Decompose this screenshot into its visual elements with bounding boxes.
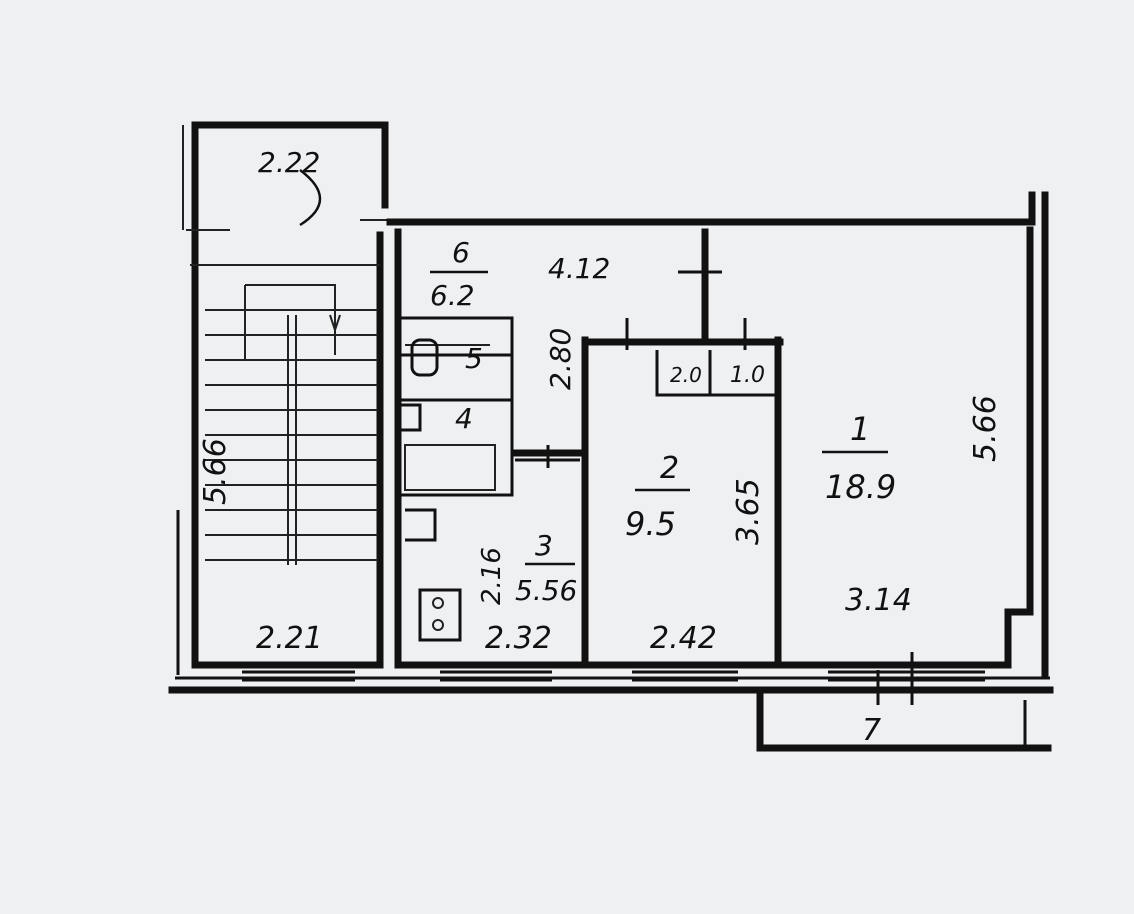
stair-steps <box>190 264 380 565</box>
room-1-number: 1 <box>850 410 870 448</box>
labels: 2.22 5.66 2.21 6 6.2 4.12 2.80 5 4 3 5.5… <box>198 146 1003 748</box>
balcony <box>756 691 1052 752</box>
room-6-number: 6 <box>452 236 470 269</box>
room-1-length: 5.66 <box>968 395 1003 462</box>
room-2-number: 2 <box>660 451 679 486</box>
room-2-length: 3.65 <box>731 478 766 545</box>
windows <box>242 652 985 705</box>
room-6-area: 6.2 <box>430 279 475 312</box>
apartment-walls <box>168 191 1054 694</box>
room-6-width: 2.80 <box>544 328 577 390</box>
stairwell-bottom-width: 2.21 <box>256 621 323 656</box>
closet-a: 2.0 <box>670 363 702 387</box>
room-3-width: 2.32 <box>485 621 552 656</box>
room-5-number: 5 <box>465 342 483 375</box>
room-1-width: 3.14 <box>845 583 912 618</box>
room-3-area: 5.56 <box>515 574 577 607</box>
room-1-area: 18.9 <box>825 468 896 506</box>
stairwell-length: 5.66 <box>198 438 233 505</box>
room-2-width: 2.42 <box>650 621 717 656</box>
partitions <box>397 228 1012 669</box>
balcony-number: 7 <box>862 713 881 748</box>
room-3-number: 3 <box>535 529 553 562</box>
closet-b: 1.0 <box>730 363 765 388</box>
room-3-length: 2.16 <box>477 547 507 605</box>
room-6-length: 4.12 <box>548 252 610 285</box>
stairwell-top-width: 2.22 <box>258 146 320 179</box>
room-2-area: 9.5 <box>625 505 676 543</box>
room-4-number: 4 <box>455 402 473 435</box>
stairwell <box>176 121 390 675</box>
